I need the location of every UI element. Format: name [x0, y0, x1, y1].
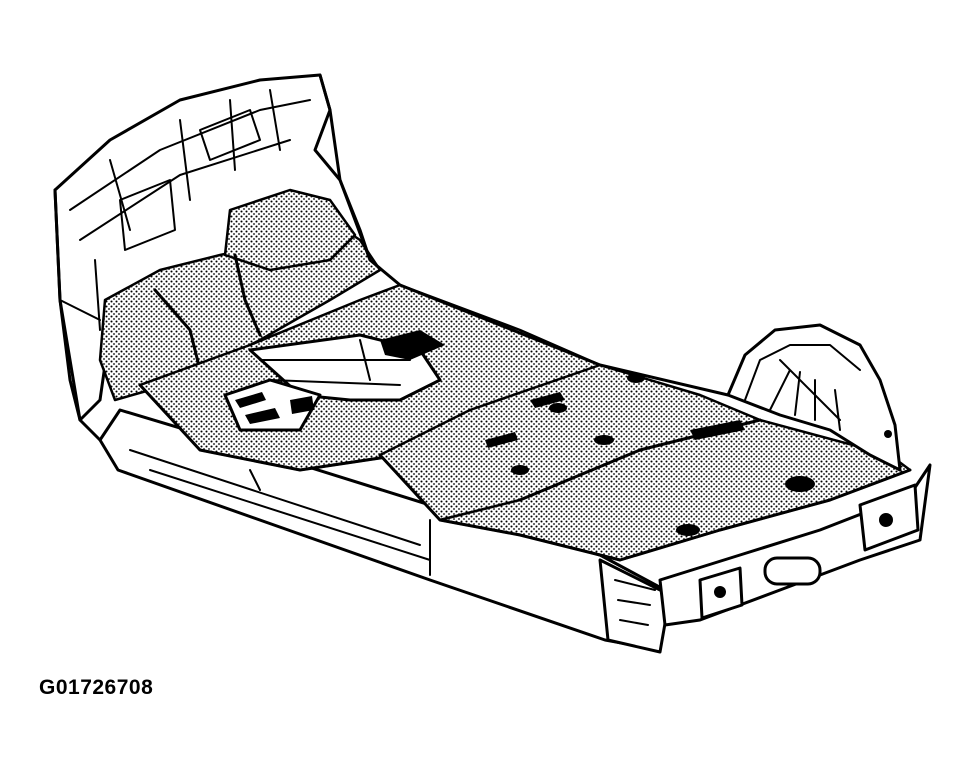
figure-id-label: G01726708 [39, 676, 154, 699]
rear-wheelhouse [726, 323, 902, 472]
rear-end-panel [658, 463, 932, 627]
rear-floor-section [378, 363, 912, 562]
front-floor-section [98, 188, 382, 402]
outline [53, 73, 730, 442]
left-rocker-panel [98, 408, 672, 654]
center-floor-section [138, 283, 602, 472]
